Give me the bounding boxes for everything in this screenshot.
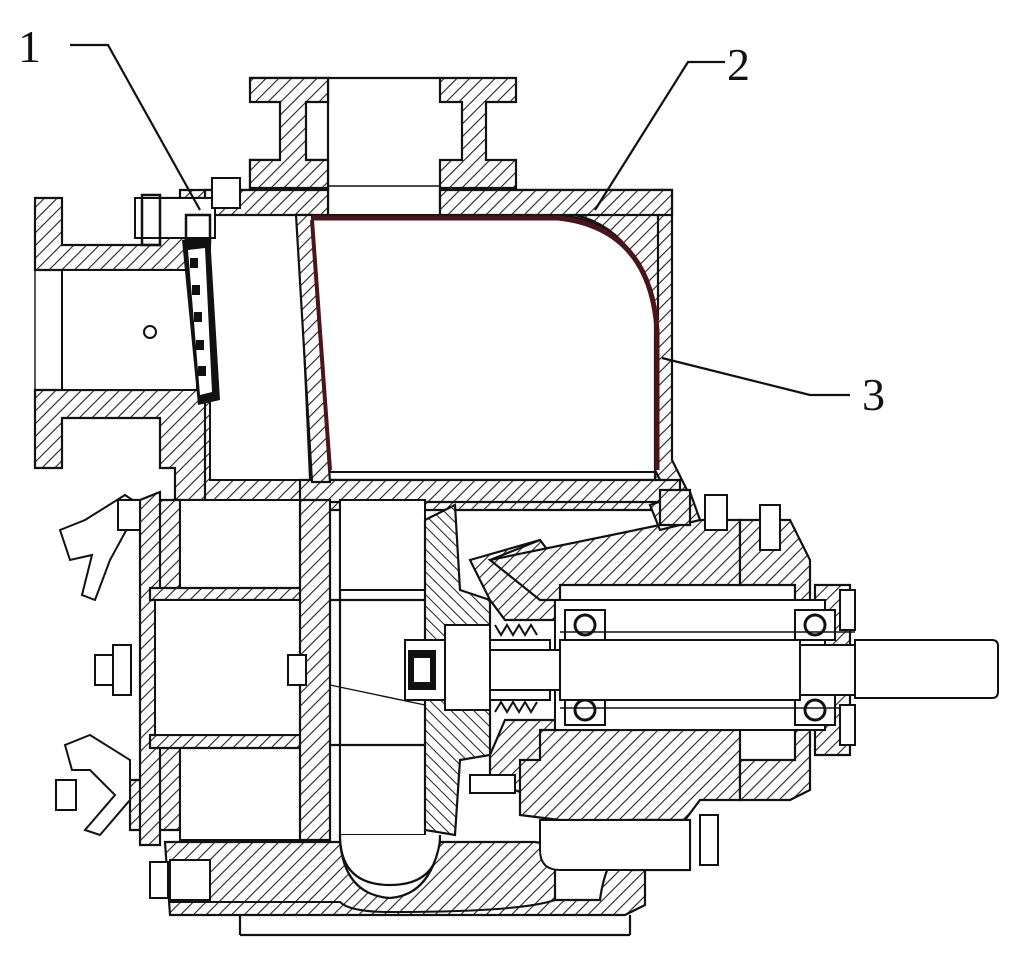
callout-3: 3 — [862, 369, 885, 420]
housing-bolts — [469, 494, 856, 866]
liner — [310, 215, 660, 471]
callout-1: 1 — [18, 21, 41, 72]
leader-line-2 — [594, 60, 725, 211]
callout-2: 2 — [727, 39, 750, 90]
bearings — [564, 609, 836, 726]
pump-body — [128, 490, 647, 937]
cover-clamps — [55, 493, 307, 899]
inlet-flange — [33, 196, 207, 502]
outlet-flange — [248, 76, 518, 190]
leader-line-3 — [661, 356, 850, 397]
shaft — [489, 631, 999, 709]
flap-valve — [134, 177, 241, 405]
leader-line-1 — [70, 43, 201, 211]
impeller — [404, 503, 492, 837]
leader-lines — [70, 43, 850, 397]
